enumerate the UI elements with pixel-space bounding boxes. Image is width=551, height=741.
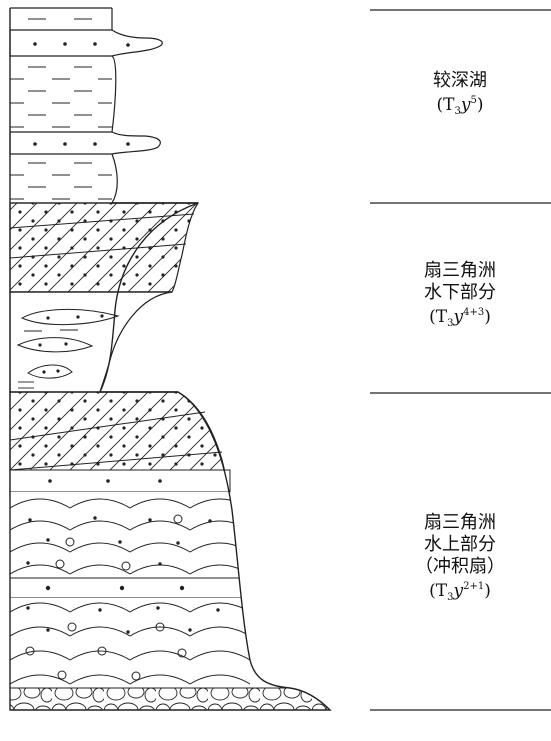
formation-part: ) [484,307,491,327]
zone-2-name-line-1: 扇三角洲 [424,260,496,281]
zone-2-name-line-2: 水下部分 [424,282,496,303]
zone-3-name-line-2: 水上部分 [424,534,496,555]
formation-part: ( [429,307,436,327]
zone-labels: 较深湖(T3y5)扇三角洲水下部分(T3y4+3)扇三角洲水上部分（冲积扇）(T… [415,70,505,603]
zone-3-formation-code: (T3y2+1) [429,581,491,603]
formation-part: T [436,581,448,601]
formation-part: y [453,581,464,601]
formation-part: ( [429,581,436,601]
formation-part: ) [484,581,491,601]
formation-part: 3 [447,592,453,603]
lithology-column [9,7,332,711]
deep-lake-lithology [9,7,163,204]
zone-2-formation-code: (T3y4+3) [429,307,491,329]
formation-part: ( [437,95,444,115]
alluvial-fan-lithology [9,391,330,710]
formation-part: 3 [447,318,453,329]
zone-3-name-line-3: （冲积扇） [415,556,505,577]
formation-part: y [460,95,471,115]
formation-part: 5 [470,95,476,106]
subaqueous-fan-delta-lithology [9,202,200,393]
zone-3-name-line-1: 扇三角洲 [424,512,496,533]
column-outline [9,8,332,711]
formation-part: 4+3 [463,307,484,318]
formation-part: T [436,307,448,327]
zone-1-formation-code: (T3y5) [437,95,484,117]
formation-part: y [453,307,464,327]
formation-part: 2+1 [463,581,484,592]
formation-part: T [443,95,455,115]
formation-part: 3 [454,106,460,117]
zone-dividers [370,9,551,711]
formation-part: ) [477,95,484,115]
zone-1-name-line-1: 较深湖 [433,70,487,91]
